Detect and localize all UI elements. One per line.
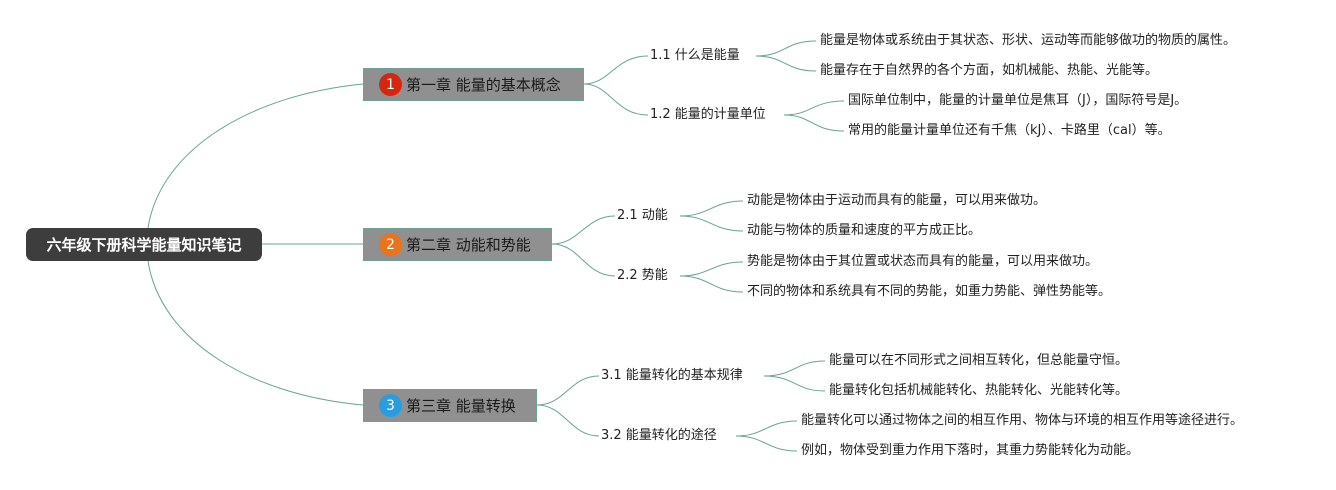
point-text[interactable]: 势能是物体由于其位置或状态而具有的能量，可以用来做功。 <box>747 254 1099 269</box>
root-topic[interactable]: 六年级下册科学能量知识笔记 <box>26 228 262 261</box>
section-1-1-link-point-1 <box>755 40 817 57</box>
chapter-2-node[interactable]: 2 第二章 动能和势能 <box>363 228 552 261</box>
section-2-1-link-point-2 <box>679 215 744 232</box>
root-link-chapter-3 <box>147 260 364 406</box>
chapter-number-badge: 2 <box>379 233 402 256</box>
section-1-1-link-point-2 <box>755 55 817 72</box>
point-text[interactable]: 能量转化可以通过物体之间的相互作用、物体与环境的相互作用等途径进行。 <box>801 413 1244 428</box>
section-3-1-link-point-2 <box>763 375 826 392</box>
section-1-2[interactable]: 1.2 能量的计量单位 <box>650 107 766 122</box>
point-text[interactable]: 能量转化包括机械能转化、热能转化、光能转化等。 <box>829 383 1129 398</box>
chapter-1-link-section-2 <box>583 83 649 116</box>
chapter-title: 第三章 能量转换 <box>406 397 516 415</box>
section-3-2-link-point-1 <box>735 420 798 437</box>
section-2-1-link-point-1 <box>679 200 744 217</box>
section-3-1[interactable]: 3.1 能量转化的基本规律 <box>601 368 743 383</box>
section-1-1[interactable]: 1.1 什么是能量 <box>650 48 740 63</box>
chapter-2-link-section-2 <box>551 243 616 277</box>
root-link-chapter-1 <box>147 83 364 229</box>
section-3-2[interactable]: 3.2 能量转化的途径 <box>601 428 717 443</box>
point-text[interactable]: 能量是物体或系统由于其状态、形状、运动等而能够做功的物质的属性。 <box>820 33 1237 48</box>
chapter-1-node[interactable]: 1 第一章 能量的基本概念 <box>363 68 584 101</box>
point-text[interactable]: 能量可以在不同形式之间相互转化，但总能量守恒。 <box>829 353 1129 368</box>
section-3-2-link-point-2 <box>735 435 798 452</box>
chapter-number-badge: 1 <box>379 73 402 96</box>
section-1-2-link-point-1 <box>783 100 845 116</box>
point-text[interactable]: 动能是物体由于运动而具有的能量，可以用来做功。 <box>747 193 1047 208</box>
chapter-1-link-section-1 <box>583 55 649 85</box>
chapter-title: 第一章 能量的基本概念 <box>406 76 561 94</box>
section-3-1-link-point-1 <box>763 360 826 377</box>
section-2-1[interactable]: 2.1 动能 <box>617 208 668 223</box>
section-2-2-link-point-2 <box>679 275 744 293</box>
point-text[interactable]: 不同的物体和系统具有不同的势能，如重力势能、弹性势能等。 <box>747 284 1112 299</box>
chapter-3-node[interactable]: 3 第三章 能量转换 <box>363 389 537 422</box>
section-2-2[interactable]: 2.2 势能 <box>617 268 668 283</box>
section-2-2-link-point-1 <box>679 261 744 277</box>
chapter-title: 第二章 动能和势能 <box>406 236 531 254</box>
chapter-3-link-section-2 <box>536 404 600 437</box>
chapter-number-badge: 3 <box>379 394 402 417</box>
chapter-2-link-section-1 <box>551 215 616 245</box>
root-title: 六年级下册科学能量知识笔记 <box>46 236 242 254</box>
point-text[interactable]: 动能与物体的质量和速度的平方成正比。 <box>747 223 982 238</box>
point-text[interactable]: 例如，物体受到重力作用下落时，其重力势能转化为动能。 <box>801 443 1140 458</box>
point-text[interactable]: 国际单位制中，能量的计量单位是焦耳（J），国际符号是J。 <box>848 93 1188 108</box>
chapter-3-link-section-1 <box>536 375 600 406</box>
point-text[interactable]: 常用的能量计量单位还有千焦（kJ）、卡路里（cal）等。 <box>848 123 1171 138</box>
point-text[interactable]: 能量存在于自然界的各个方面，如机械能、热能、光能等。 <box>820 63 1159 78</box>
section-1-2-link-point-2 <box>783 114 845 132</box>
